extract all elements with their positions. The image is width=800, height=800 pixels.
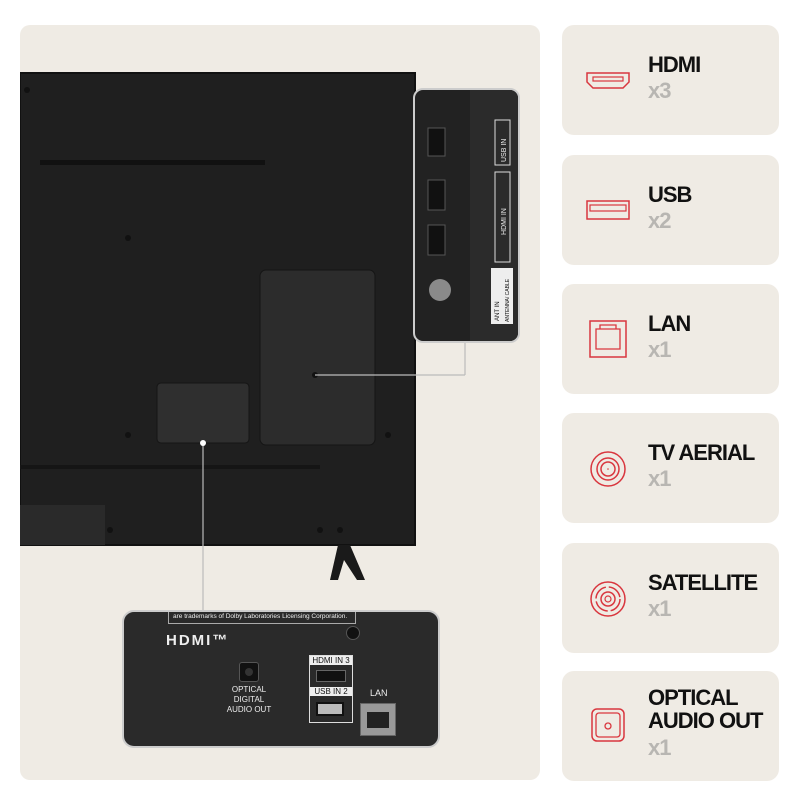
port-count: x1: [648, 466, 672, 491]
screw-icon: [346, 626, 360, 640]
usb-in2-port: [316, 702, 344, 716]
port-label: OPTICAL AUDIO OUT: [648, 685, 763, 733]
port-card-usb: USB x2: [562, 155, 779, 265]
port-count: x1: [648, 735, 672, 760]
side-port-callout: USB IN HDMI IN ANT IN ANTENNA/ CABLE: [413, 88, 520, 343]
port-card-optical: OPTICAL AUDIO OUT x1: [562, 671, 779, 781]
port-card-satellite: SATELLITE x1: [562, 543, 779, 653]
hdmi-in3-port: [316, 670, 346, 682]
port-label: HDMI: [648, 52, 701, 77]
lan-port-icon: [589, 320, 627, 358]
port-card-lan: LAN x1: [562, 284, 779, 394]
usb-in-label: USB IN: [501, 139, 508, 162]
optical-port: [239, 662, 259, 682]
port-label: TV AERIAL: [648, 440, 755, 465]
port-count: x3: [648, 78, 672, 103]
hdmi-in-label: HDMI IN: [501, 208, 508, 235]
tv-rear-illustration: [20, 72, 466, 613]
optical-audio-port-icon: [591, 708, 625, 742]
rear-port-panel: [156, 382, 250, 444]
port-card-hdmi: HDMI x3: [562, 25, 779, 135]
hdmi-port-1: [427, 179, 446, 211]
port-card-tv-aerial: TV AERIAL x1: [562, 413, 779, 523]
lan-label: LAN: [370, 688, 388, 698]
usb-port: [427, 127, 446, 157]
hdmi-port-icon: [586, 72, 630, 89]
port-count: x1: [648, 337, 672, 362]
hdmi-port-2: [427, 224, 446, 256]
port-count: x2: [648, 208, 672, 233]
usb-in2-label: USB IN 2: [310, 687, 352, 696]
port-count: x1: [648, 596, 672, 621]
hdmi-in3-label: HDMI IN 3: [310, 656, 352, 665]
antenna-label: ANT IN: [495, 301, 501, 321]
tv-stand-leg: [330, 545, 365, 580]
tv-rear-image-panel: USB IN HDMI IN ANT IN ANTENNA/ CABLE are…: [20, 25, 540, 780]
antenna-cable-label: ANTENNA/ CABLE: [505, 278, 511, 322]
hdmi-logo: HDMI™: [166, 632, 230, 649]
dolby-trademark-text: are trademarks of Dolby Laboratories Lic…: [168, 612, 356, 624]
satellite-port-icon: [590, 581, 626, 617]
lan-port: [360, 703, 396, 736]
port-label: USB: [648, 182, 692, 207]
antenna-connector: [429, 279, 451, 301]
port-label: SATELLITE: [648, 570, 758, 595]
side-port-recess: [259, 269, 376, 446]
tv-aerial-port-icon: [590, 451, 626, 487]
bottom-port-callout: are trademarks of Dolby Laboratories Lic…: [122, 610, 440, 748]
port-label: LAN: [648, 311, 691, 336]
usb-port-icon: [586, 200, 630, 220]
